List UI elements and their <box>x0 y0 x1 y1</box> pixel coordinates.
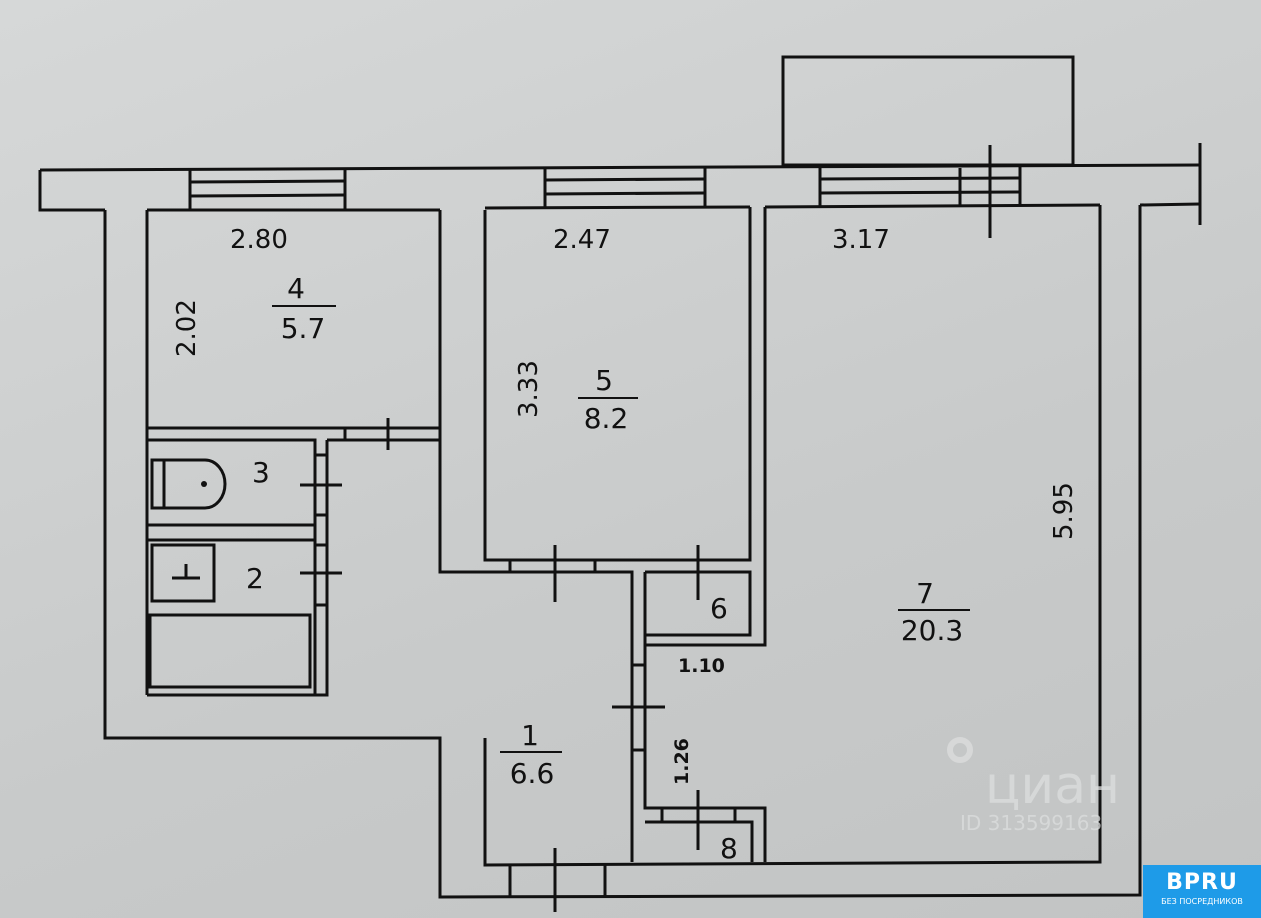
svg-text:6.6: 6.6 <box>510 757 555 790</box>
room-6-label: 6 <box>710 592 728 625</box>
logo-name: BPRU <box>1166 870 1238 895</box>
dim-corridor-length: 1.26 <box>671 738 693 785</box>
logo-tagline: БЕЗ ПОСРЕДНИКОВ <box>1161 897 1243 906</box>
room-2-label: 2 <box>246 562 264 595</box>
svg-text:циан: циан <box>985 756 1120 816</box>
svg-text:7: 7 <box>916 577 934 610</box>
watermark: циан ID 313599163 <box>947 737 1120 835</box>
bpru-logo: BPRU БЕЗ ПОСРЕДНИКОВ <box>1143 865 1261 918</box>
toilet-icon <box>150 458 227 510</box>
svg-text:8.2: 8.2 <box>584 402 629 435</box>
svg-text:5: 5 <box>595 364 613 397</box>
sink-icon <box>150 543 216 603</box>
exterior-walls <box>103 205 1142 912</box>
windows <box>189 145 1021 238</box>
svg-text:4: 4 <box>287 272 305 305</box>
room-4-label: 4 5.7 <box>272 272 336 345</box>
dim-corridor-width: 1.10 <box>678 655 725 677</box>
dim-room4-width: 2.80 <box>230 225 288 255</box>
dim-room4-depth: 2.02 <box>172 299 202 357</box>
svg-text:5.7: 5.7 <box>281 312 326 345</box>
svg-text:ID 313599163: ID 313599163 <box>960 811 1102 835</box>
svg-text:1: 1 <box>521 719 539 752</box>
dim-room5-depth: 3.33 <box>514 360 544 418</box>
dim-room7-depth: 5.95 <box>1049 482 1079 540</box>
room-1-label: 1 6.6 <box>500 719 562 790</box>
exterior-wall-top <box>38 143 1202 225</box>
location-pin-icon <box>947 737 973 763</box>
bathtub-icon <box>148 613 312 689</box>
svg-text:20.3: 20.3 <box>901 614 963 647</box>
room-8-label: 8 <box>720 832 738 865</box>
room-7-label: 7 20.3 <box>898 577 970 647</box>
dim-room7-width: 3.17 <box>832 225 890 255</box>
interior-walls <box>147 207 767 862</box>
room-3-label: 3 <box>252 456 270 489</box>
dim-room5-width: 2.47 <box>553 225 611 255</box>
room-5-label: 5 8.2 <box>578 364 638 435</box>
balcony <box>781 55 1075 167</box>
